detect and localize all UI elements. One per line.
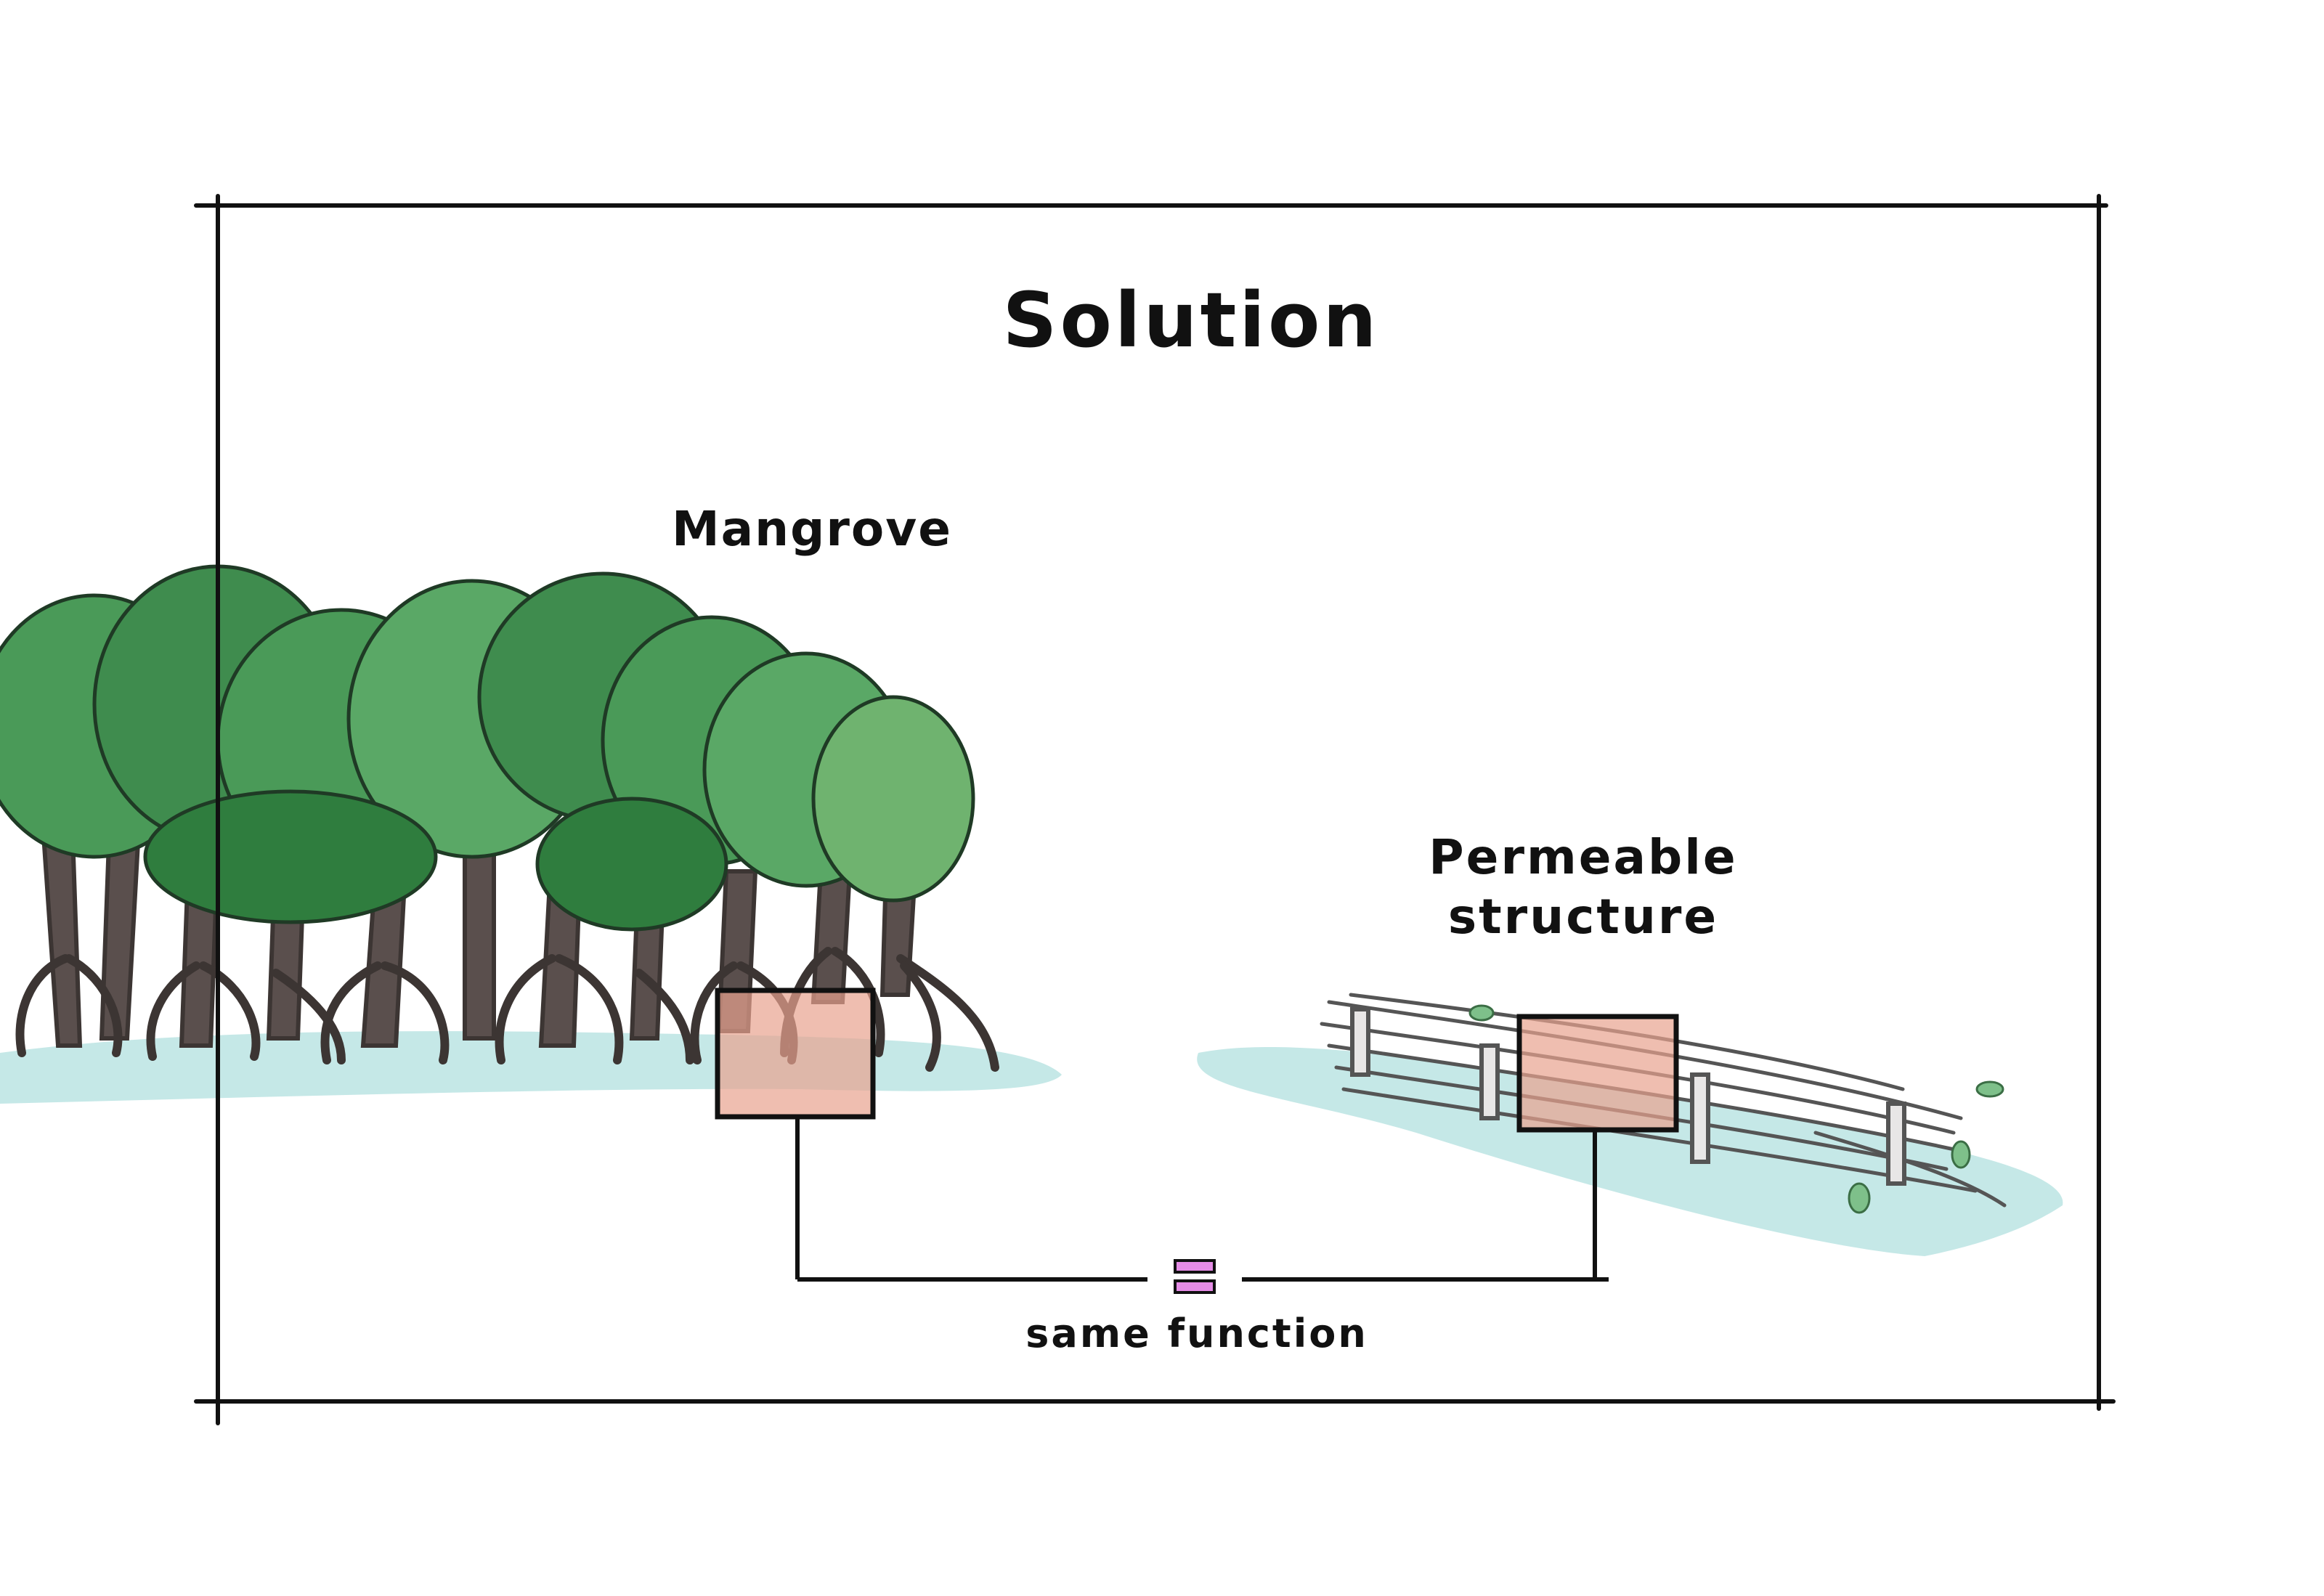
mangrove-forest-illustration (0, 564, 999, 1072)
permeable-structure-label: Permeable structure (1429, 828, 1737, 947)
solution-frame (194, 194, 2116, 1425)
permeable-label-line1: Permeable (1429, 829, 1738, 885)
equals-icon (1174, 1259, 1216, 1294)
mangrove-root-highlight (715, 988, 876, 1120)
water-left (0, 1031, 1062, 1104)
same-function-label: same function (1025, 1311, 1368, 1356)
mangrove-label: Mangrove (671, 501, 953, 557)
structure-highlight (1516, 1014, 1679, 1133)
diagram-title: Solution (1002, 276, 1380, 365)
permeable-label-line2: structure (1447, 889, 1719, 945)
connector-line (795, 1117, 1609, 1282)
